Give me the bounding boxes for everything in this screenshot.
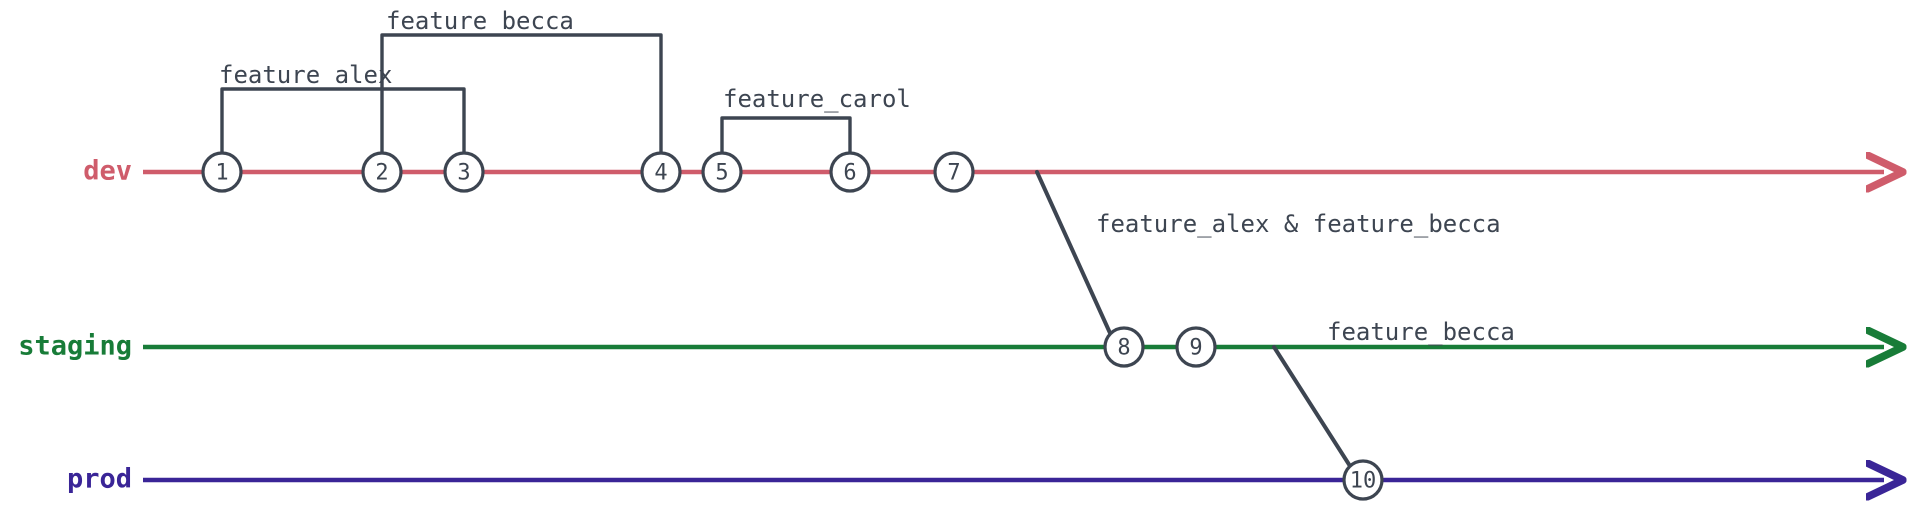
commit-label-5: 5 [715, 161, 728, 186]
merge-dev-to-staging-line [1035, 170, 1112, 335]
bracket-path-feature_alex [220, 87, 466, 155]
merge-dev-to-staging[interactable]: feature_alex & feature_becca [1035, 170, 1501, 335]
bracket-path-feature_carol [720, 116, 852, 155]
merge-dev-to-staging-label: feature_alex & feature_becca [1096, 210, 1501, 238]
commit-label-3: 3 [457, 161, 470, 186]
commit-circle-1 [201, 151, 243, 193]
commit-node-2[interactable]: 2 [361, 151, 403, 193]
commit-node-6[interactable]: 6 [829, 151, 871, 193]
commit-node-8[interactable]: 8 [1103, 326, 1145, 368]
commit-node-10[interactable]: 10 [1342, 459, 1384, 501]
commit-node-4[interactable]: 4 [640, 151, 682, 193]
feature-bracket-feature_alex[interactable]: feature_alex [219, 61, 466, 155]
commit-circle-7 [933, 151, 975, 193]
commit-circle-6 [829, 151, 871, 193]
commit-circle-10 [1342, 459, 1384, 501]
commit-circle-3 [443, 151, 485, 193]
branch-lines-layer [143, 172, 1884, 480]
branch-label-staging[interactable]: staging [18, 331, 132, 362]
merge-staging-to-prod-line [1272, 345, 1352, 468]
commit-node-1[interactable]: 1 [201, 151, 243, 193]
merge-staging-to-prod[interactable]: feature_becca [1272, 318, 1515, 468]
commit-node-7[interactable]: 7 [933, 151, 975, 193]
commit-label-9: 9 [1189, 336, 1202, 361]
commit-nodes-layer: 1 2 3 4 5 6 7 8 9 10 [201, 151, 1384, 501]
commit-label-6: 6 [843, 161, 856, 186]
commit-label-10: 10 [1350, 469, 1377, 494]
commit-circle-5 [701, 151, 743, 193]
branch-label-prod[interactable]: prod [67, 464, 132, 495]
merge-lines-layer: feature_alex & feature_becca feature_becc… [1035, 170, 1515, 468]
commit-node-5[interactable]: 5 [701, 151, 743, 193]
bracket-path-feature_becca [380, 33, 663, 155]
merge-staging-to-prod-label: feature_becca [1327, 318, 1515, 346]
commit-node-9[interactable]: 9 [1175, 326, 1217, 368]
feature-brackets-layer: feature_alex feature_becca feature_carol [219, 7, 911, 155]
feature-label-feature_carol: feature_carol [723, 85, 911, 113]
commit-node-3[interactable]: 3 [443, 151, 485, 193]
commit-label-7: 7 [947, 161, 960, 186]
branch-label-dev[interactable]: dev [83, 156, 132, 187]
commit-label-1: 1 [215, 161, 228, 186]
commit-label-8: 8 [1117, 336, 1130, 361]
feature-bracket-feature_carol[interactable]: feature_carol [720, 85, 911, 155]
commit-label-4: 4 [654, 161, 667, 186]
feature-label-feature_alex: feature_alex [219, 61, 392, 89]
feature-label-feature_becca: feature_becca [386, 7, 574, 35]
commit-circle-8 [1103, 326, 1145, 368]
commit-circle-4 [640, 151, 682, 193]
commit-circle-9 [1175, 326, 1217, 368]
feature-bracket-feature_becca[interactable]: feature_becca [380, 7, 663, 155]
branch-labels-layer: dev staging prod [18, 156, 132, 495]
commit-label-2: 2 [375, 161, 388, 186]
commit-circle-2 [361, 151, 403, 193]
